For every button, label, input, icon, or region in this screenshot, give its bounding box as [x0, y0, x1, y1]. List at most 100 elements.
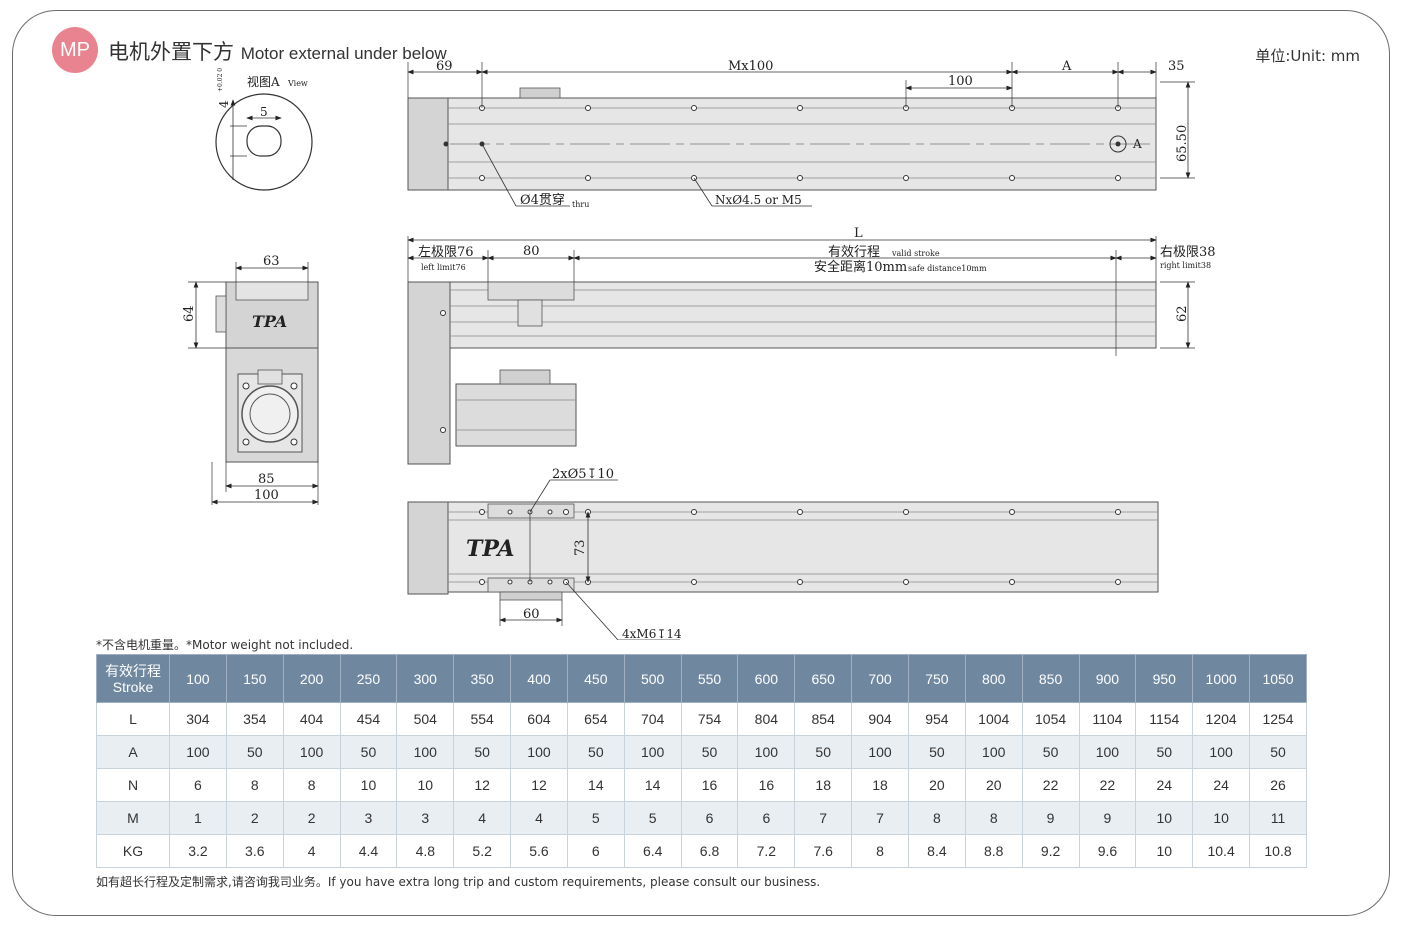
table-cell: 20: [907, 768, 966, 802]
top-dim-a: A: [1061, 59, 1072, 74]
table-cell: 2: [282, 801, 341, 835]
side-dim-62: 62: [1175, 305, 1190, 322]
table-cell: 8.8: [964, 834, 1023, 868]
bottom-dim-73: 73: [573, 539, 588, 556]
table-cell: 7.6: [794, 834, 853, 868]
page-title: 电机外置下方 Motor external under below: [108, 36, 447, 66]
table-cell: 50: [225, 735, 284, 769]
stroke-header-400: 400: [510, 654, 568, 703]
table-cell: 100: [623, 735, 682, 769]
stroke-header-800: 800: [964, 654, 1023, 703]
top-label-a: A: [1132, 137, 1142, 151]
stroke-header-350: 350: [453, 654, 512, 703]
stroke-header-1000: 1000: [1192, 654, 1251, 703]
table-cell: 4: [453, 801, 512, 835]
stroke-header-1050: 1050: [1249, 654, 1307, 703]
table-cell: 20: [964, 768, 1023, 802]
title-cn: 电机外置下方: [108, 40, 234, 64]
table-cell: 854: [794, 702, 853, 736]
stroke-header-700: 700: [851, 654, 909, 703]
table-cell: 8: [282, 768, 341, 802]
table-cell: 50: [1249, 735, 1307, 769]
table-cell: 16: [737, 768, 796, 802]
row-label: A: [96, 735, 170, 769]
table-cell: 3.2: [169, 834, 227, 868]
bottom-dim-60: 60: [523, 607, 540, 622]
top-hole-thru: Ø4贯穿: [520, 192, 565, 208]
technical-drawing: 视图A View 5 4 +0.02 0: [182, 59, 1216, 640]
table-cell: 1204: [1192, 702, 1251, 736]
table-cell: 4: [510, 801, 568, 835]
bottom-view: TPA 73 2xØ5↧10 60 4xM6↧14: [407, 467, 1159, 640]
table-cell: 50: [566, 735, 625, 769]
page-frame: [12, 10, 1390, 916]
stroke-header-250: 250: [339, 654, 398, 703]
table-cell: 5: [623, 801, 682, 835]
table-cell: 3: [339, 801, 398, 835]
stroke-header-950: 950: [1135, 654, 1194, 703]
motor-weight-note: *不含电机重量。*Motor weight not included.: [96, 638, 354, 652]
table-cell: 14: [566, 768, 625, 802]
table-cell: 8.4: [907, 834, 966, 868]
top-dim-100: 100: [948, 74, 973, 89]
table-cell: 8: [964, 801, 1023, 835]
table-cell: 10: [339, 768, 398, 802]
bottom-view-logo: TPA: [466, 536, 514, 562]
table-cell: 18: [851, 768, 909, 802]
end-dim-100: 100: [254, 488, 279, 503]
stroke-header-550: 550: [680, 654, 739, 703]
table-cell: 8: [851, 834, 909, 868]
end-dim-64: 64: [182, 305, 197, 322]
table-cell: 6: [737, 801, 796, 835]
stroke-header-300: 300: [396, 654, 455, 703]
table-cell: 4: [282, 834, 341, 868]
title-en: Motor external under below: [240, 44, 447, 63]
table-cell: 1154: [1135, 702, 1194, 736]
end-view: TPA 63 64 85 100: [182, 254, 319, 505]
side-valid-stroke: 有效行程: [828, 245, 880, 260]
side-right-limit: 右极限38: [1160, 245, 1216, 260]
table-cell: 24: [1135, 768, 1194, 802]
top-hole-n: NxØ4.5 or M5: [715, 193, 802, 207]
table-cell: 24: [1192, 768, 1251, 802]
table-cell: 3: [396, 801, 455, 835]
table-cell: 50: [1021, 735, 1080, 769]
row-label: M: [96, 801, 170, 835]
side-left-limit: 左极限76: [418, 245, 474, 260]
table-cell: 2: [225, 801, 284, 835]
table-cell: 9.2: [1021, 834, 1080, 868]
side-valid-stroke-en: valid stroke: [891, 249, 940, 258]
table-cell: 454: [339, 702, 398, 736]
table-cell: 10: [396, 768, 455, 802]
end-view-logo: TPA: [252, 312, 287, 331]
table-cell: 554: [453, 702, 512, 736]
table-cell: 7.2: [737, 834, 796, 868]
stroke-header-750: 750: [907, 654, 966, 703]
view-a-title: 视图A: [247, 74, 280, 89]
side-dim-l: L: [854, 226, 863, 241]
table-cell: 7: [794, 801, 853, 835]
row-label: N: [96, 768, 170, 802]
table-cell: 1254: [1249, 702, 1307, 736]
table-cell: 754: [680, 702, 739, 736]
table-cell: 11: [1249, 801, 1307, 835]
table-cell: 100: [1078, 735, 1137, 769]
table-cell: 954: [907, 702, 966, 736]
table-cell: 100: [169, 735, 227, 769]
table-cell: 8: [225, 768, 284, 802]
stroke-header-450: 450: [566, 654, 625, 703]
table-cell: 804: [737, 702, 796, 736]
table-cell: 9: [1021, 801, 1080, 835]
view-a: 视图A View 5 4 +0.02 0: [215, 68, 313, 191]
table-cell: 9.6: [1078, 834, 1137, 868]
table-cell: 100: [964, 735, 1023, 769]
table-cell: 100: [510, 735, 568, 769]
table-cell: 3.6: [225, 834, 284, 868]
stroke-header-900: 900: [1078, 654, 1137, 703]
row-label: L: [96, 702, 170, 736]
